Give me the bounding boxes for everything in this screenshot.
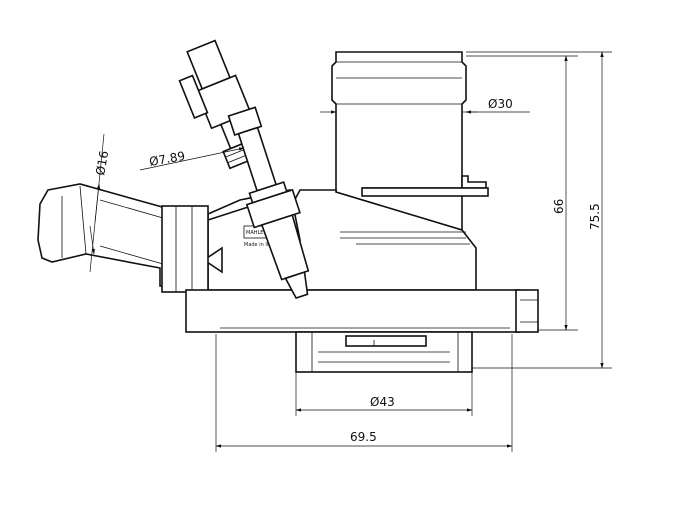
flange-plate (185, 289, 539, 333)
lower-sensor (227, 106, 310, 299)
dim-d7-89-label: Ø7.89 (148, 149, 186, 169)
dim-66: 66 (466, 55, 578, 331)
dim-d30: Ø30 (320, 97, 530, 114)
dim-d16: Ø16 (89, 133, 111, 273)
made-in-text: Made in Italy (244, 242, 276, 248)
inlet-collar (161, 205, 209, 293)
dim-75-5: 75.5 (466, 51, 612, 369)
dim-d30-label: Ø30 (488, 97, 513, 111)
dim-d43-label: Ø43 (370, 395, 395, 409)
dim-d7-89: Ø7.89 (139, 147, 245, 171)
left-inlet-pipe (37, 183, 209, 293)
flow-arrow-mark (202, 246, 223, 274)
thermostat-element (295, 331, 473, 373)
dim-75-5-label: 75.5 (588, 203, 602, 230)
logo-text: MAHLE (246, 230, 263, 236)
dim-69-5: 69.5 (215, 334, 513, 452)
side-tab (361, 175, 489, 197)
dim-69-5-label: 69.5 (350, 430, 377, 444)
dim-d16-label: Ø16 (93, 150, 111, 177)
dim-66-label: 66 (552, 199, 566, 214)
dim-d43: Ø43 (295, 372, 473, 416)
